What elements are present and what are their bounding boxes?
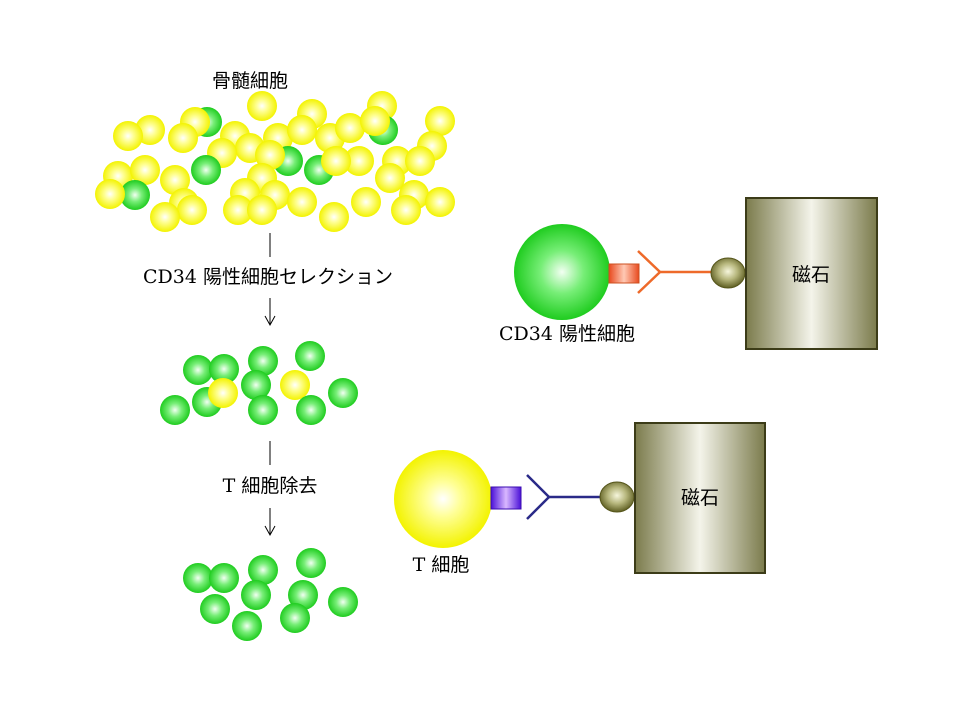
yellow-cell: [425, 106, 455, 136]
green-cell: [232, 611, 262, 641]
yellow-cell: [319, 202, 349, 232]
green-cell: [295, 341, 325, 371]
yellow-cell: [287, 187, 317, 217]
magnet-label: 磁石: [681, 487, 719, 509]
green-cell: [288, 580, 318, 610]
t-cell-depletion-label: T 細胞除去: [223, 475, 318, 497]
green-cell: [248, 555, 278, 585]
yellow-cell: [360, 106, 390, 136]
green-cell: [328, 378, 358, 408]
yellow-cell: [150, 202, 180, 232]
green-cell: [296, 548, 326, 578]
yellow-cell: [177, 195, 207, 225]
yellow-cell: [130, 155, 160, 185]
cd34-positive-cell: [514, 224, 610, 320]
green-cell: [328, 587, 358, 617]
green-cell: [248, 346, 278, 376]
magnetic-bead: [710, 257, 746, 289]
yellow-cell: [247, 91, 277, 121]
cd34-cell-label: CD34 陽性細胞: [499, 323, 635, 345]
yellow-cell: [160, 165, 190, 195]
green-cell: [296, 395, 326, 425]
bone-marrow-cell-cluster: [95, 91, 455, 232]
green-cell: [160, 395, 190, 425]
yellow-cell: [287, 115, 317, 145]
yellow-cell: [405, 146, 435, 176]
cd34-capture-mechanism: 磁石 CD34 陽性細胞: [499, 197, 878, 350]
yellow-cell: [375, 163, 405, 193]
green-cell: [280, 603, 310, 633]
yellow-cell: [247, 195, 277, 225]
green-cell: [209, 563, 239, 593]
t-cell-antibody-icon: [526, 474, 600, 520]
cd34-selected-cell-cluster: [160, 341, 358, 425]
magnet-block: [745, 197, 878, 350]
green-cell: [183, 355, 213, 385]
yellow-cell: [344, 146, 374, 176]
green-cell: [248, 395, 278, 425]
yellow-cell: [335, 113, 365, 143]
t-cell: [394, 450, 492, 548]
yellow-cell: [208, 378, 238, 408]
green-cell: [120, 180, 150, 210]
yellow-cell: [321, 146, 351, 176]
magnet-block: [634, 422, 766, 574]
down-arrow-icon: [264, 298, 276, 327]
green-cell: [209, 354, 239, 384]
t-cell-capture-mechanism: 磁石 T 細胞: [394, 422, 766, 576]
purified-cell-cluster: [183, 548, 358, 641]
cd34-selection-label: CD34 陽性細胞セレクション: [143, 266, 393, 288]
yellow-cell: [113, 121, 143, 151]
t-cell-antigen-marker: [490, 486, 522, 510]
green-cell: [241, 370, 271, 400]
cd34-antibody-icon: [637, 250, 712, 294]
green-cell: [191, 155, 221, 185]
t-cell-label: T 細胞: [413, 554, 470, 576]
yellow-cell: [391, 195, 421, 225]
magnetic-bead: [599, 481, 635, 513]
yellow-cell: [255, 140, 285, 170]
yellow-cell: [95, 179, 125, 209]
yellow-cell: [351, 187, 381, 217]
green-cell: [200, 594, 230, 624]
yellow-cell: [425, 187, 455, 217]
yellow-cell: [280, 370, 310, 400]
down-arrow-icon: [264, 508, 276, 537]
green-cell: [241, 580, 271, 610]
green-cell: [183, 563, 213, 593]
bone-marrow-label: 骨髄細胞: [212, 70, 288, 92]
yellow-cell: [168, 123, 198, 153]
magnet-label: 磁石: [792, 264, 830, 286]
cd34-antigen-marker: [608, 263, 640, 284]
yellow-cell: [223, 195, 253, 225]
